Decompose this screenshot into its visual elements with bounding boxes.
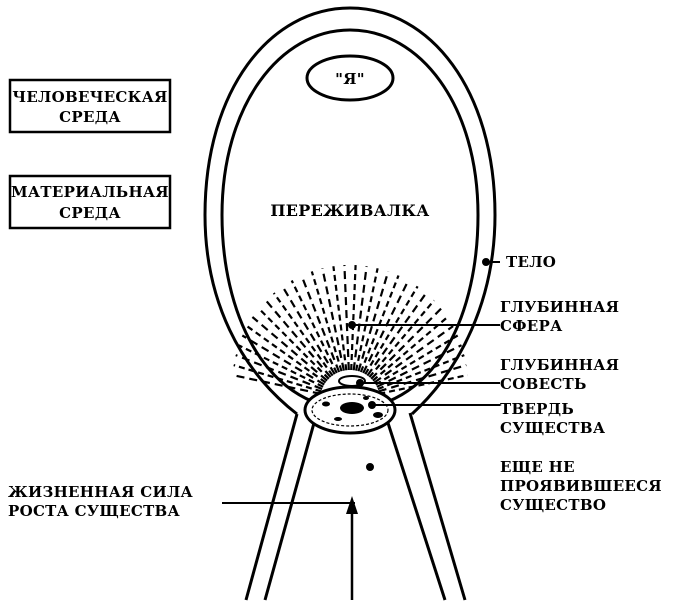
deep-sphere-ray (378, 364, 467, 393)
life-force-label-line2: РОСТА СУЩЕСТВА (8, 502, 181, 520)
deep-sphere-ray (290, 280, 338, 374)
self-label: "Я" (335, 70, 365, 88)
deep-sphere-ray (357, 271, 390, 372)
stem-left-inner (263, 422, 316, 601)
deep-sphere-ray (364, 285, 419, 375)
unmanifested-label-line1: ЕЩЕ НЕ (500, 458, 575, 476)
deep-sphere-label-line1: ГЛУБИННАЯ (500, 298, 619, 316)
firmament-core (303, 385, 397, 435)
deep-sphere-ray (238, 344, 324, 388)
body-label: ТЕЛО (506, 253, 556, 271)
human-environment-line1: ЧЕЛОВЕЧЕСКАЯ (12, 88, 167, 106)
deep-sphere-ray (376, 344, 462, 388)
stem-right-inner (386, 422, 447, 601)
stem-right-outer (408, 412, 467, 601)
material-environment-box: МАТЕРИАЛЬНАЯ СРЕДА (8, 174, 172, 230)
deep-sphere-ray (359, 275, 400, 373)
human-environment-line2: СРЕДА (59, 108, 121, 126)
experience-chamber-label: ПЕРЕЖИВАЛКА (270, 201, 429, 220)
deep-sphere-ray (343, 265, 350, 371)
deep-sphere-ray (251, 316, 328, 382)
deep-sphere-ray (379, 374, 468, 395)
deep-sphere-ray (281, 285, 336, 375)
deep-sphere-ray (352, 266, 368, 371)
deep-sphere-ray (232, 374, 321, 395)
deep-sphere-ray (246, 325, 327, 384)
life-force-label-line1: ЖИЗНЕННАЯ СИЛА (8, 483, 194, 501)
deep-sphere-ray (235, 354, 323, 391)
firmament-label-line1: ТВЕРДЬ (500, 400, 574, 418)
inner-chamber-outline (220, 28, 480, 412)
deep-sphere-ray (241, 334, 325, 386)
unmanifested-label-line2: ПРОЯВИВШЕЕСЯ (500, 477, 662, 495)
deep-sphere-ray (257, 307, 330, 380)
material-environment-line2: СРЕДА (59, 204, 121, 222)
deep-conscience-label-line2: СОВЕСТЬ (500, 375, 587, 393)
deep-sphere-ray (375, 334, 459, 386)
deep-sphere-ray (272, 292, 334, 377)
deep-sphere-ray (321, 268, 345, 371)
deep-sphere-ray (300, 275, 341, 373)
deep-sphere-ray (265, 299, 332, 378)
deep-sphere-ray (366, 292, 428, 377)
deep-sphere-ray (362, 280, 410, 374)
firmament-label-line2: СУЩЕСТВА (500, 419, 606, 437)
deep-sphere-ray (332, 266, 348, 371)
deep-sphere-ray (373, 325, 454, 384)
deep-sphere-ray (368, 299, 435, 378)
deep-sphere-label-line2: СФЕРА (500, 317, 563, 335)
body-outline (203, 6, 497, 416)
deep-sphere-ray (355, 268, 379, 371)
deep-sphere-ray (370, 307, 443, 380)
deep-sphere-ray (350, 265, 357, 371)
unmanifested-label-line3: СУЩЕСТВО (500, 496, 606, 514)
deep-sphere-ray (233, 364, 322, 393)
self-oval: "Я" (305, 54, 395, 102)
pointers (222, 258, 500, 504)
stem-left-outer (244, 413, 299, 601)
human-environment-box: ЧЕЛОВЕЧЕСКАЯ СРЕДА (8, 78, 172, 134)
deep-sphere-ray (372, 316, 449, 382)
deep-sphere-rays (232, 265, 468, 395)
deep-conscience-label-line1: ГЛУБИННАЯ (500, 356, 619, 374)
deep-sphere-ray (310, 271, 343, 372)
life-force-arrow (346, 496, 358, 600)
material-environment-line1: МАТЕРИАЛЬНАЯ (11, 183, 169, 201)
